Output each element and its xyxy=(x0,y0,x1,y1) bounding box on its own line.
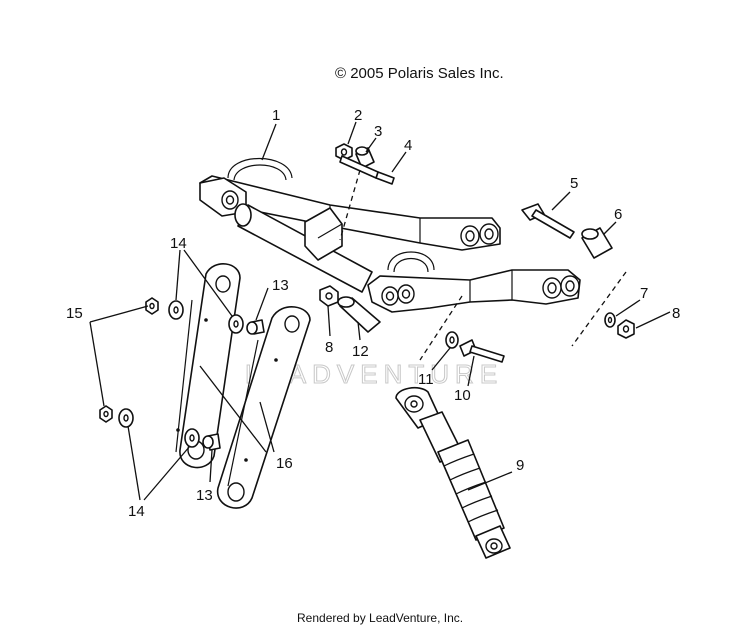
part-14-washer-3 xyxy=(118,408,134,428)
copyright-text: © 2005 Polaris Sales Inc. xyxy=(335,65,504,82)
part-2-nut xyxy=(335,143,353,161)
part-8-nut-right xyxy=(617,319,635,339)
callout-11: 11 xyxy=(418,371,434,388)
callout-7: 7 xyxy=(640,285,648,302)
part-9-shock-absorber xyxy=(395,386,511,559)
part-5-bolt xyxy=(521,203,575,239)
lower-swing-arm xyxy=(367,251,581,313)
part-15-nut-upper xyxy=(145,297,159,315)
part-6-bushing xyxy=(581,227,613,259)
part-13-bolt-upper xyxy=(246,319,265,335)
part-7-alignment-line xyxy=(571,271,627,347)
part-15-nut-lower xyxy=(99,405,113,423)
callout-labels: 1 2 3 4 5 6 7 8 8 12 11 10 9 13 13 14 14… xyxy=(66,107,680,520)
callout-9: 9 xyxy=(516,457,524,474)
part-14-washer-1 xyxy=(168,300,184,320)
part-12-bushing xyxy=(337,296,381,333)
part-10-bolt xyxy=(459,339,505,363)
callout-14-upper: 14 xyxy=(170,235,187,252)
callout-16: 16 xyxy=(276,455,293,472)
leader-lines xyxy=(89,121,671,501)
callout-14-lower: 14 xyxy=(128,503,145,520)
callout-5: 5 xyxy=(570,175,578,192)
callout-10: 10 xyxy=(454,387,471,404)
callout-6: 6 xyxy=(614,206,622,223)
part-4-bolt xyxy=(339,155,395,185)
callout-8-right: 8 xyxy=(672,305,680,322)
rendered-by-text: Rendered by LeadVenture, Inc. xyxy=(297,611,463,625)
part-11-washer xyxy=(445,331,459,349)
cross-tube xyxy=(234,203,373,293)
part-14-washer-4 xyxy=(184,428,200,448)
callout-2: 2 xyxy=(354,107,362,124)
callout-13-upper: 13 xyxy=(272,277,289,294)
callout-1: 1 xyxy=(272,107,280,124)
part-14-washer-2 xyxy=(228,314,244,334)
callout-12: 12 xyxy=(352,343,369,360)
part-7-washer xyxy=(604,312,616,328)
callout-13-lower: 13 xyxy=(196,487,213,504)
part-11-alignment-line xyxy=(419,295,463,361)
callout-15: 15 xyxy=(66,305,83,322)
part-8-nut-left xyxy=(319,285,339,307)
part-13-bolt-lower xyxy=(202,433,221,451)
part-3-alignment-line xyxy=(339,169,361,241)
callout-3: 3 xyxy=(374,123,382,140)
part-16-link-right xyxy=(217,306,311,509)
part-3-bushing xyxy=(355,146,375,169)
callout-4: 4 xyxy=(404,137,412,154)
callout-8-left: 8 xyxy=(325,339,333,356)
